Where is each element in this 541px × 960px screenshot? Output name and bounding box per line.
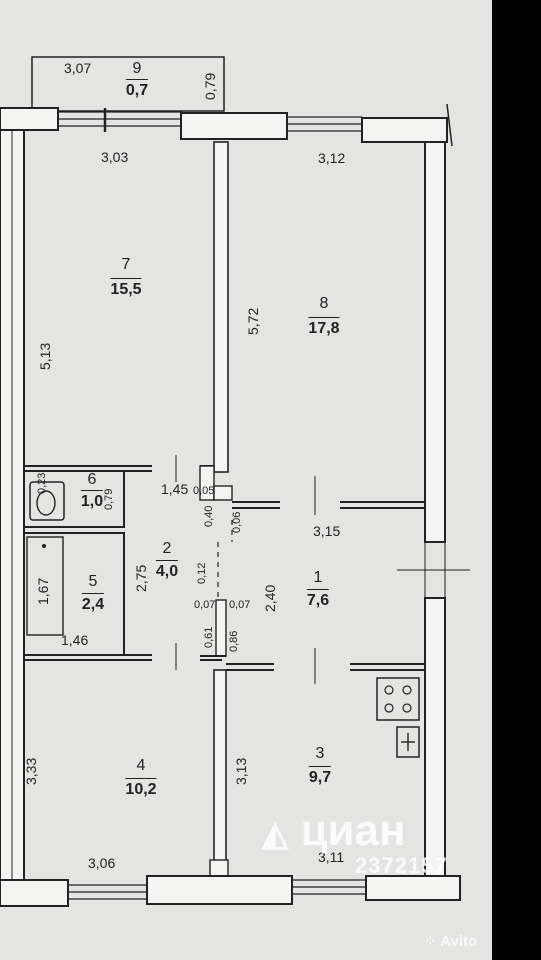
bottom-wall-left — [0, 879, 69, 907]
room-4-area: 10,2 — [125, 778, 157, 798]
dim-wall-023: 0,23 — [36, 472, 48, 494]
partition-4-3 — [213, 669, 227, 869]
dim-room-5-width: 1,46 — [61, 632, 89, 648]
room-6-outline — [23, 470, 125, 528]
avito-watermark: ⁘ Avito — [424, 933, 478, 950]
bottom-wall-right — [365, 875, 461, 901]
room-2-area: 4,0 — [155, 560, 179, 580]
dim-room-7-depth: 5,13 — [37, 342, 53, 370]
dim-room-1-width: 3,15 — [313, 523, 341, 539]
dim-room-2-depth: 2,75 — [133, 564, 149, 592]
right-wall-lower — [424, 597, 446, 889]
dim-balcony-depth: 0,79 — [202, 72, 218, 100]
top-wall-mid — [180, 112, 288, 140]
floor-plan: 9 0,7 7 15,5 8 17,8 6 1,0 5 2,4 2 4,0 1 … — [0, 0, 492, 960]
room-4-number: 4 — [136, 757, 146, 774]
avito-logo-icon: ⁘ — [424, 933, 437, 950]
black-side-band — [492, 0, 541, 960]
cian-watermark: ◭ циан — [262, 806, 406, 855]
room-3-area: 9,7 — [308, 766, 332, 786]
top-wall-right — [361, 117, 448, 143]
dim-room-7-width: 3,03 — [101, 149, 129, 165]
sink — [396, 726, 420, 758]
stove — [376, 677, 420, 721]
dim-wall-007-left: 0,07 — [194, 599, 216, 611]
dim-wall-007-right: 0,07 — [229, 599, 251, 611]
bottom-wall-mid — [146, 875, 293, 905]
dim-room-1-depth: 2,40 — [262, 584, 278, 612]
dim-room-8-depth: 5,72 — [245, 307, 261, 335]
room-1-number: 1 — [313, 569, 323, 586]
cian-id-watermark: 2372157 — [355, 853, 448, 878]
dim-room-4-width: 3,06 — [88, 855, 116, 871]
room-7-number: 7 — [121, 256, 131, 273]
dim-wall-012: 0,12 — [196, 562, 208, 584]
room-8-number: 8 — [319, 295, 329, 312]
cian-logo-icon: ◭ — [262, 815, 289, 853]
dim-corridor-width: 1,45 — [161, 481, 189, 497]
top-wall-left — [0, 107, 59, 131]
dim-room-6-depth: 0,79 — [103, 488, 115, 510]
room-8-area: 17,8 — [308, 317, 340, 337]
right-wall-upper — [424, 141, 446, 543]
dim-room-5-depth: 1,67 — [35, 577, 51, 605]
dim-room-4-depth: 3,33 — [23, 757, 39, 785]
dim-balcony-width: 3,07 — [64, 60, 92, 76]
room-3-number: 3 — [315, 745, 325, 762]
balcony-outline — [31, 56, 225, 112]
room-5-area: 2,4 — [81, 593, 105, 613]
room-9-number: 9 — [132, 60, 142, 77]
dim-room-3-width: 3,11 — [318, 849, 345, 865]
plan-drawing — [0, 56, 470, 907]
dim-wall-061: 0,61 — [203, 626, 215, 648]
room-9-area: 0,7 — [125, 79, 149, 99]
dim-wall-086: 0,86 — [228, 630, 240, 652]
partition-7-8 — [213, 141, 229, 473]
dim-room-8-width: 3,12 — [318, 150, 346, 166]
room-6-number: 6 — [87, 471, 97, 488]
room-5-number: 5 — [88, 573, 98, 590]
room-2-number: 2 — [162, 540, 172, 557]
room-7-area: 15,5 — [110, 278, 142, 298]
dim-wall-040: 0,40 — [203, 505, 215, 527]
room-6-area: 1,0 — [80, 490, 104, 510]
room-1-area: 7,6 — [306, 589, 330, 609]
dim-room-3-depth: 3,13 — [233, 757, 249, 785]
dim-wall-005: 0,05 — [193, 485, 215, 497]
dim-wall-006: 0,06 — [231, 511, 243, 533]
